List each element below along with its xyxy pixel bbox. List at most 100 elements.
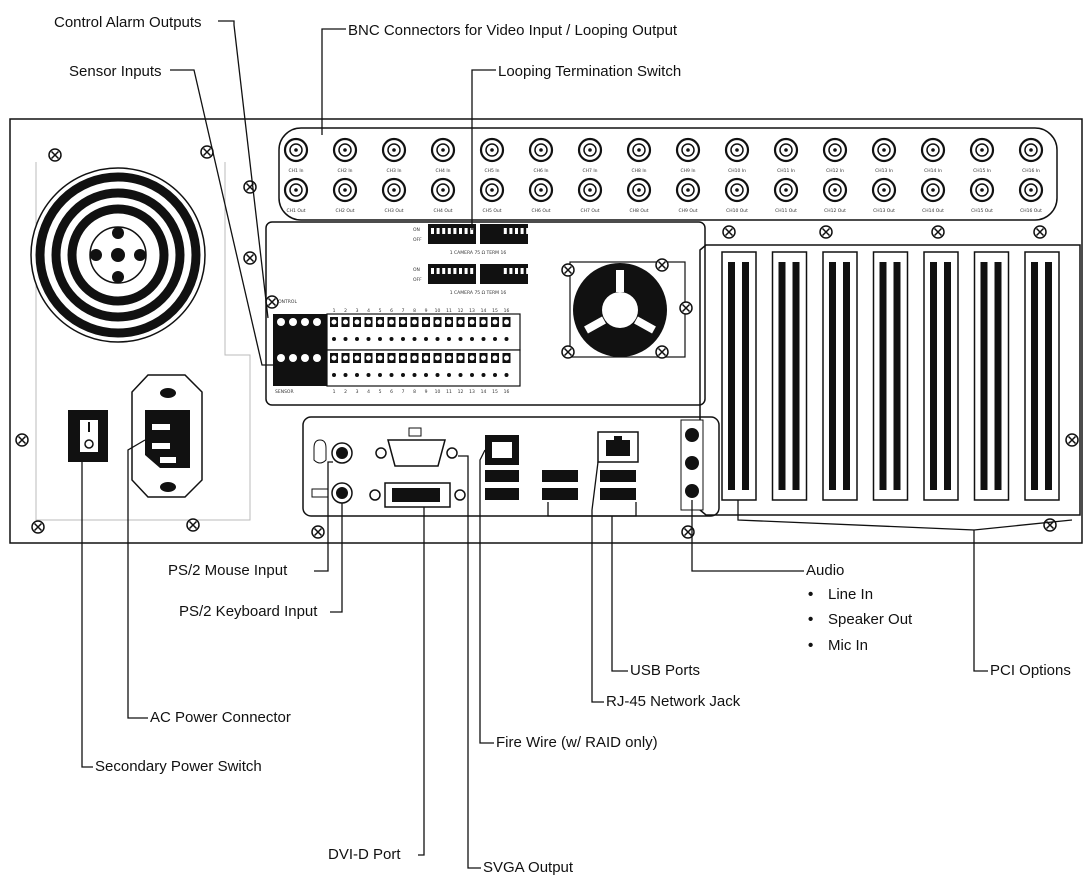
- screw: [311, 525, 325, 539]
- leader-ps2-mouse: [314, 461, 333, 572]
- audio-item-line-in: Line In: [808, 586, 873, 604]
- sensor-terminal-number: 7: [402, 389, 405, 395]
- screw: [681, 525, 695, 539]
- label-audio: Audio: [806, 562, 845, 579]
- bnc-connector-in-2: CH2 In: [332, 137, 358, 174]
- bnc-label-in-2: CH2 In: [338, 168, 353, 174]
- leader-rj45: [591, 461, 604, 703]
- bnc-connector-in-3: CH3 In: [381, 137, 407, 174]
- bnc-connector-in-13: CH13 In: [871, 137, 897, 174]
- leader-control-alarm-outputs: [218, 20, 269, 319]
- leader-looping-switch: [471, 69, 496, 230]
- sensor-terminal-number: 9: [425, 389, 428, 395]
- bnc-connector-in-10: CH10 In: [724, 137, 750, 174]
- bnc-label-in-10: CH10 In: [728, 168, 746, 174]
- bnc-connector-in-6: CH6 In: [528, 137, 554, 174]
- label-bnc-connectors: BNC Connectors for Video Input / Looping…: [348, 22, 678, 39]
- screw: [265, 295, 279, 309]
- screw: [561, 263, 575, 277]
- bnc-connector-out-7: CH7 Out: [577, 177, 603, 214]
- screw: [819, 225, 833, 239]
- screw: [200, 145, 214, 159]
- label-looping-termination-switch: Looping Termination Switch: [498, 63, 682, 80]
- bnc-connector-in-5: CH5 In: [479, 137, 505, 174]
- bnc-label-in-7: CH7 In: [583, 168, 598, 174]
- sensor-terminal-number: 4: [367, 389, 370, 395]
- label-control-alarm-outputs: Control Alarm Outputs: [54, 14, 202, 31]
- bnc-label-in-5: CH5 In: [485, 168, 500, 174]
- bnc-label-in-8: CH8 In: [632, 168, 647, 174]
- alarm-terminal-number: 15: [492, 308, 498, 314]
- pci-slot-6: [973, 251, 1010, 501]
- bnc-connector-out-12: CH12 Out: [822, 177, 848, 214]
- sensor-terminal-number: 3: [356, 389, 359, 395]
- bnc-connector-out-1: CH1 Out: [283, 177, 309, 214]
- screw: [1043, 518, 1057, 532]
- bnc-label-out-7: CH7 Out: [581, 208, 600, 214]
- bnc-label-out-1: CH1 Out: [287, 208, 306, 214]
- audio-jacks: [680, 419, 704, 511]
- leader-usb-ports: [547, 502, 637, 672]
- alarm-terminal-number: 12: [458, 308, 464, 314]
- bnc-label-in-4: CH4 In: [436, 168, 451, 174]
- rj45-port: [597, 431, 639, 463]
- pci-slot-2: [771, 251, 808, 501]
- screw: [243, 251, 257, 265]
- bnc-connector-in-9: CH9 In: [675, 137, 701, 174]
- dip-caption: 1 CAMERA 75 Ω TERM 16: [450, 290, 507, 296]
- pci-slot-3: [822, 251, 858, 501]
- bnc-label-in-1: CH1 In: [289, 168, 304, 174]
- screw: [186, 518, 200, 532]
- bnc-connector-in-1: CH1 In: [283, 137, 309, 174]
- sensor-terminal-number: 1: [333, 389, 336, 395]
- io-subpanel: [265, 221, 706, 406]
- firewire-port: [485, 435, 519, 500]
- psu-region: [35, 162, 251, 521]
- chassis-fan: [569, 261, 686, 358]
- screw: [1033, 225, 1047, 239]
- bnc-connector-out-6: CH6 Out: [528, 177, 554, 214]
- label-secondary-power: Secondary Power Switch: [95, 758, 262, 775]
- screw: [655, 258, 669, 272]
- bnc-label-out-5: CH5 Out: [483, 208, 502, 214]
- sensor-terminal-number: 12: [458, 389, 464, 395]
- bnc-label-in-11: CH11 In: [777, 168, 795, 174]
- leader-sensor-inputs: [170, 69, 276, 366]
- power-switch: [68, 410, 108, 462]
- alarm-terminal-number: 13: [469, 308, 475, 314]
- alarm-terminal-number: 4: [367, 308, 370, 314]
- alarm-terminal-number: 1: [333, 308, 336, 314]
- bnc-label-out-15: CH15 Out: [971, 208, 993, 214]
- screw: [722, 225, 736, 239]
- leader-ps2-keyboard: [330, 503, 343, 613]
- leader-secondary-power: [81, 462, 93, 768]
- alarm-terminal-number: 5: [379, 308, 382, 314]
- ac-inlet: [131, 374, 203, 498]
- screw: [561, 345, 575, 359]
- usb-ports-group: [542, 470, 636, 500]
- bnc-connector-in-15: CH15 In: [969, 137, 995, 174]
- label-ac-power: AC Power Connector: [150, 709, 291, 726]
- leader-bnc-connectors: [321, 28, 346, 135]
- bnc-connector-in-4: CH4 In: [430, 137, 456, 174]
- screw: [931, 225, 945, 239]
- bnc-connector-out-10: CH10 Out: [724, 177, 750, 214]
- dip-off-label: OFF: [413, 237, 422, 243]
- bnc-connector-out-11: CH11 Out: [773, 177, 799, 214]
- bnc-connector-in-16: CH16 In: [1018, 137, 1044, 174]
- bnc-label-out-2: CH2 Out: [336, 208, 355, 214]
- alarm-terminal-number: 7: [402, 308, 405, 314]
- bnc-label-in-15: CH15 In: [973, 168, 991, 174]
- label-rj45: RJ-45 Network Jack: [606, 693, 741, 710]
- alarm-block-label: CONTROL: [275, 299, 297, 305]
- pci-slot-1: [721, 251, 757, 501]
- audio-item-speaker-out: Speaker Out: [808, 611, 912, 629]
- bnc-connector-out-8: CH8 Out: [626, 177, 652, 214]
- alarm-terminal-number: 10: [435, 308, 441, 314]
- sensor-terminal-number: 16: [504, 389, 510, 395]
- audio-item-mic-in: Mic In: [808, 637, 868, 655]
- bnc-label-in-13: CH13 In: [875, 168, 893, 174]
- leader-dvi-port: [418, 507, 425, 856]
